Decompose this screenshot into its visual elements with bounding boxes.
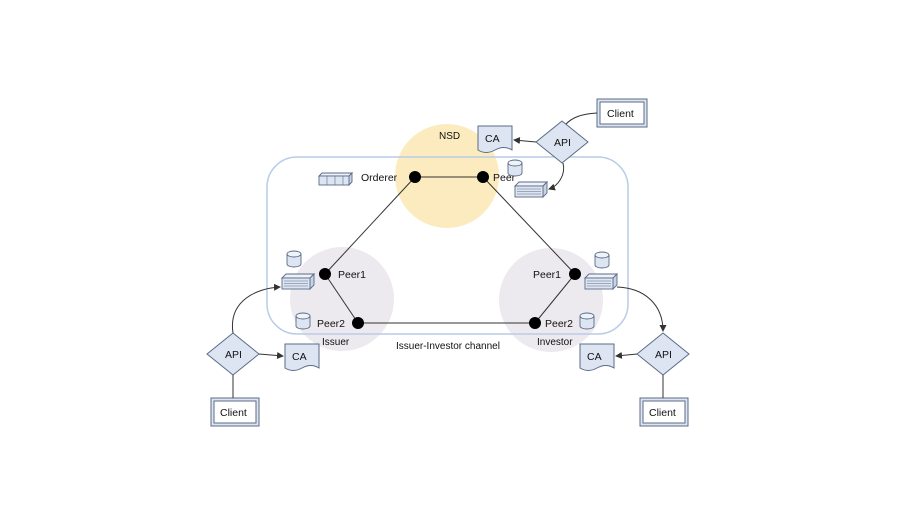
investor-client-box[interactable]: Client xyxy=(639,397,689,427)
investor-api-label: API xyxy=(655,349,672,361)
nsd-api-to-server-arrow xyxy=(548,162,565,191)
issuer-peer2-label: Peer2 xyxy=(317,318,345,330)
investor-api-to-ca-arrow xyxy=(615,351,638,359)
nsd-client-to-api-link xyxy=(565,112,598,125)
investor-peer1-database-icon xyxy=(594,251,610,269)
investor-server-to-api-arrow xyxy=(616,286,667,332)
issuer-ca-document[interactable]: CA xyxy=(284,343,320,371)
nsd-api-label: API xyxy=(554,137,571,149)
issuer-peer1-server-icon xyxy=(281,273,315,290)
issuer-peer1-node[interactable] xyxy=(319,268,331,280)
issuer-ca-label: CA xyxy=(292,351,307,363)
investor-peer1-label: Peer1 xyxy=(533,269,561,281)
nsd-peer-node[interactable] xyxy=(477,171,489,183)
issuer-peer1-database-icon xyxy=(286,250,302,268)
issuer-api-label: API xyxy=(225,349,242,361)
orderer-node[interactable] xyxy=(409,171,421,183)
issuer-org-label: Issuer xyxy=(322,337,350,348)
nsd-org-circle xyxy=(395,124,499,228)
nsd-org-label: NSD xyxy=(439,131,460,142)
nsd-client-box[interactable]: Client xyxy=(596,98,648,128)
issuer-api-diamond[interactable]: API xyxy=(206,332,260,376)
link-orderer-issuer-peer1 xyxy=(324,176,416,275)
investor-org-label: Investor xyxy=(537,337,573,348)
link-issuer-peer1-issuer-peer2 xyxy=(324,273,359,324)
nsd-peer-server-icon xyxy=(514,181,548,198)
orderer-label: Orderer xyxy=(361,172,398,184)
nsd-api-diamond[interactable]: API xyxy=(535,120,589,164)
nsd-peer-database-icon xyxy=(507,159,523,177)
investor-client-label: Client xyxy=(649,407,676,419)
orderer-server-icon xyxy=(318,172,353,186)
investor-peer2-label: Peer2 xyxy=(545,318,573,330)
nsd-client-label: Client xyxy=(607,108,634,120)
investor-api-diamond[interactable]: API xyxy=(636,332,690,376)
issuer-peer2-node[interactable] xyxy=(352,317,364,329)
issuer-peer2-database-icon xyxy=(295,312,311,330)
channel-boundary xyxy=(266,156,629,335)
issuer-api-to-server-arrow xyxy=(232,283,281,334)
investor-peer2-node[interactable] xyxy=(529,317,541,329)
investor-peer1-server-icon xyxy=(584,273,618,290)
channel-label: Issuer-Investor channel xyxy=(396,341,500,352)
nsd-ca-label: CA xyxy=(485,133,500,145)
issuer-client-label: Client xyxy=(220,407,247,419)
investor-ca-label: CA xyxy=(587,351,602,363)
link-investor-peer1-investor-peer2 xyxy=(534,273,576,324)
issuer-api-to-ca-arrow xyxy=(258,352,284,359)
investor-peer2-database-icon xyxy=(579,312,595,330)
investor-ca-document[interactable]: CA xyxy=(579,343,615,371)
link-nsd-peer-investor-peer1 xyxy=(482,176,576,275)
nsd-ca-document[interactable]: CA xyxy=(477,125,513,153)
issuer-client-box[interactable]: Client xyxy=(210,397,260,427)
investor-peer1-node[interactable] xyxy=(569,268,581,280)
issuer-peer1-label: Peer1 xyxy=(338,269,366,281)
nsd-api-to-ca-arrow xyxy=(513,137,537,145)
